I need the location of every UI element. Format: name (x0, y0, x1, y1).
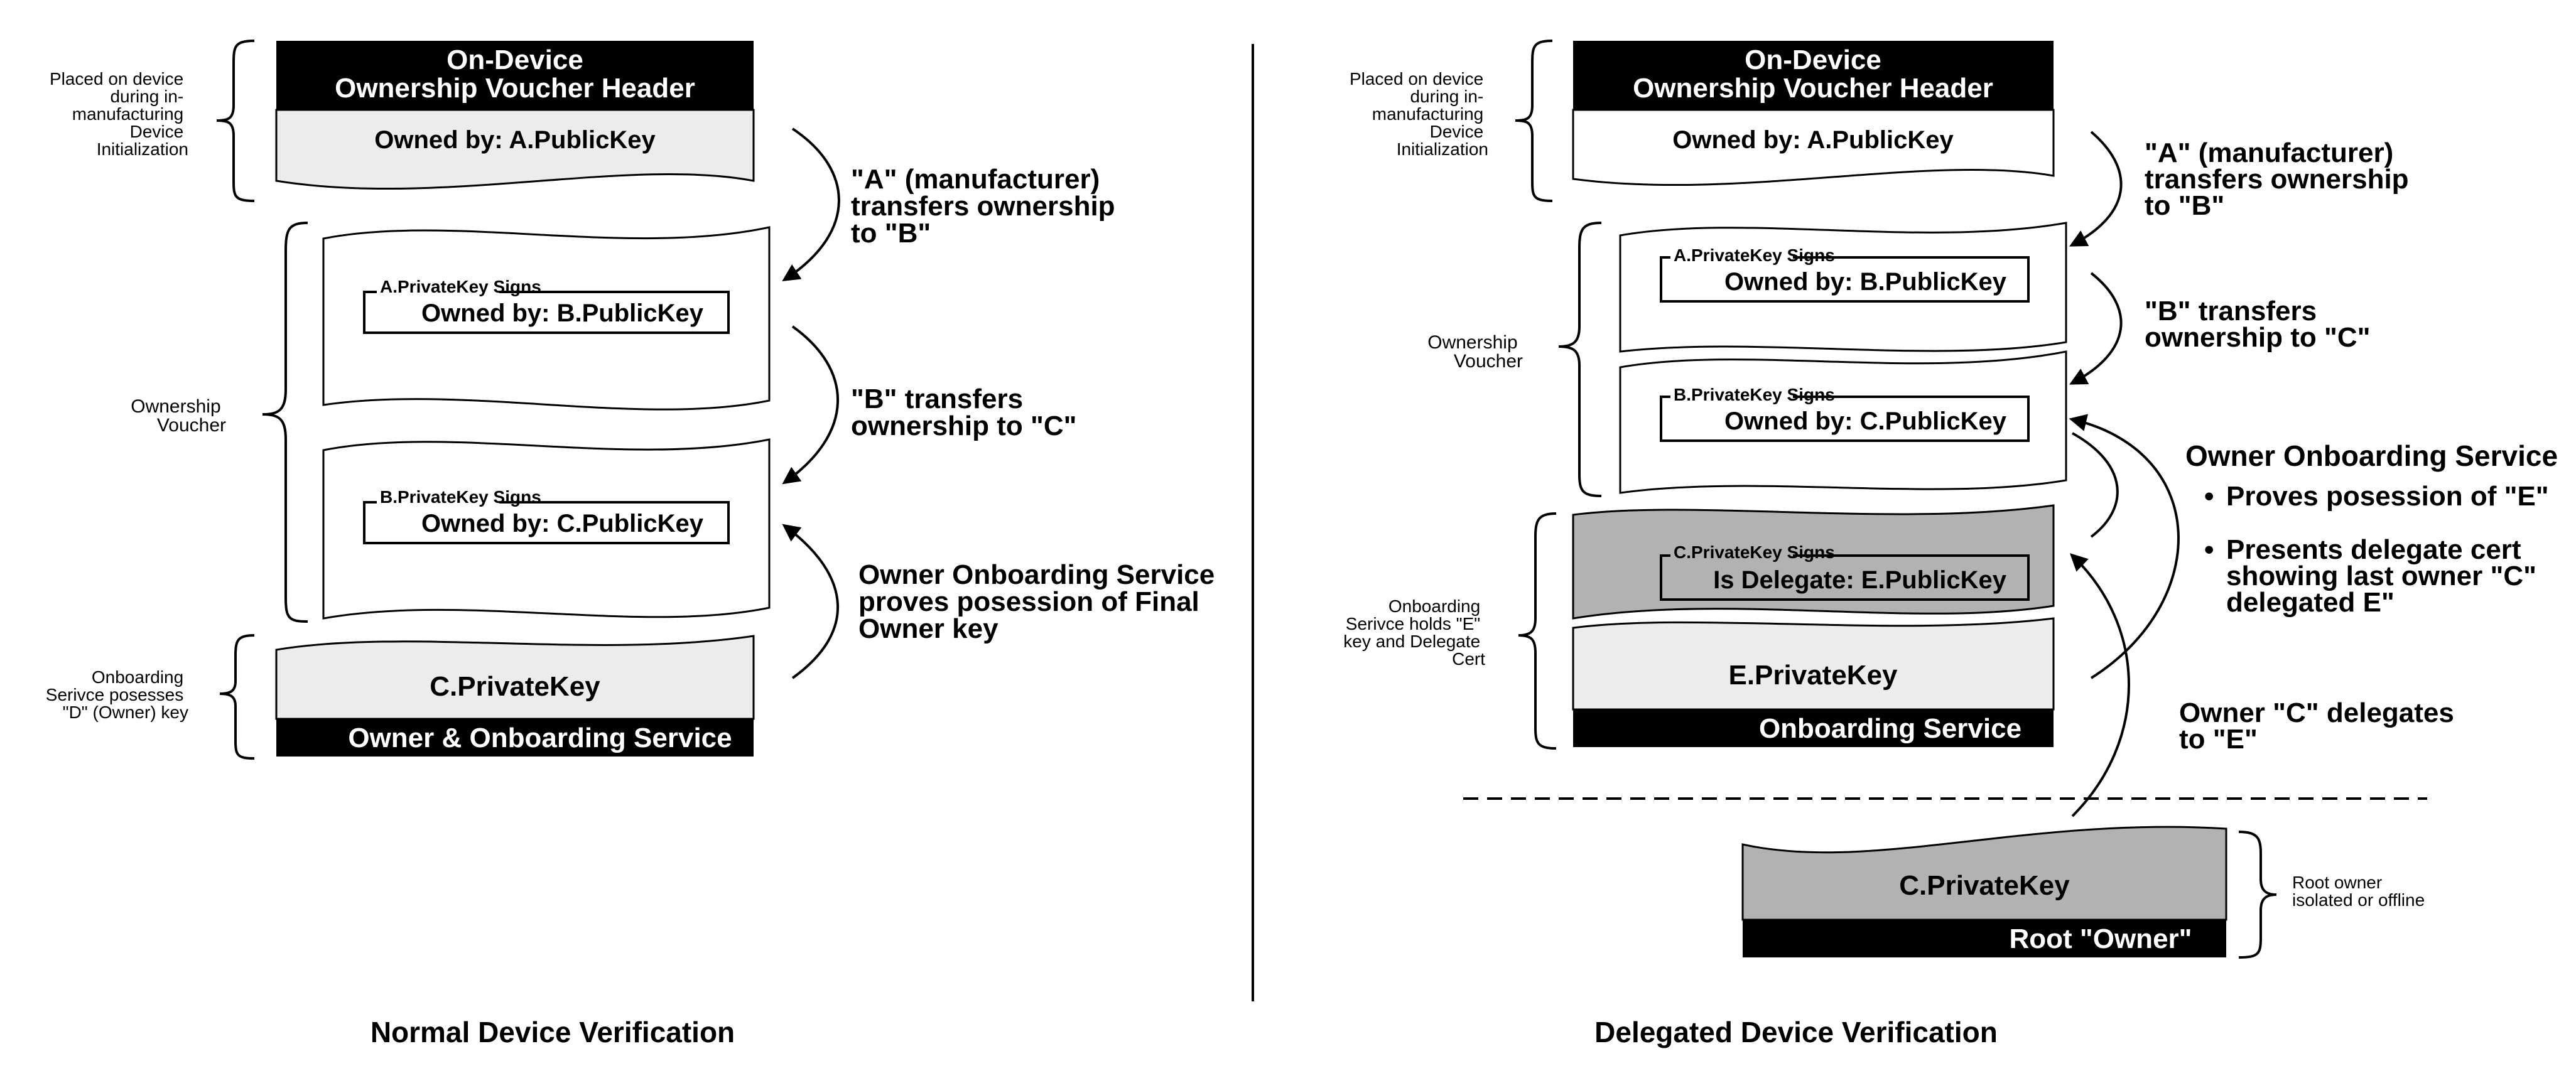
right-note-3-bullet2: Presents delegate cert showing last owne… (2226, 534, 2544, 618)
left-note-2: "B" transfers ownership to "C" (851, 384, 1077, 441)
right-note-4: Owner "C" delegates to "E" (2179, 698, 2462, 755)
left-owned-a-text: Owned by: A.PublicKey (374, 126, 656, 154)
right-arrow-prove-e (2072, 432, 2119, 538)
right-arrow-a-to-b (2069, 131, 2123, 247)
right-onboarding-bar-text: Onboarding Service (1759, 713, 2021, 744)
left-entry2-sign: B.PrivateKey Signs (380, 487, 541, 507)
right-caption: Delegated Device Verification (1594, 1016, 1998, 1048)
right-root-bar-text: Root "Owner" (2009, 924, 2192, 954)
left-header-line1: On-Device (446, 45, 583, 75)
right-note-2: "B" transfers ownership to "C" (2145, 296, 2371, 353)
right-note-3-bullet1: Proves posession of "E" (2226, 481, 2549, 512)
right-entry3-box (1660, 554, 2030, 601)
right-brace-voucher (1558, 222, 1602, 497)
left-entry2-sign-bg (377, 487, 499, 507)
right-brace-root (2238, 831, 2277, 959)
left-panel: On-Device Ownership Voucher Header Owned… (46, 40, 1223, 1048)
right-owned-a-text: Owned by: A.PublicKey (1672, 126, 1954, 154)
left-brace-device (216, 40, 255, 202)
right-entry2-sign: B.PrivateKey Signs (1674, 385, 1835, 404)
left-entry2-box (363, 501, 730, 544)
left-entry1-sign: A.PrivateKey Signs (380, 277, 541, 296)
left-arrow-b-to-c (782, 325, 840, 485)
right-brace-device-label: Placed on device during in- manufacturin… (1350, 69, 1488, 159)
right-note-3-bullet1-marker: • (2204, 481, 2214, 512)
right-entry1-sign: A.PrivateKey Signs (1674, 245, 1835, 265)
left-entry2-owned: Owned by: C.PublicKey (421, 510, 704, 537)
left-brace-device-label: Placed on device during in- manufacturin… (50, 69, 188, 159)
right-brace-onboarding-label: Onboarding Serivce holds "E" key and Del… (1343, 596, 1485, 669)
right-entry2-owned: Owned by: C.PublicKey (1724, 407, 2007, 435)
left-privkey-block (275, 635, 755, 720)
right-entry3-owned: Is Delegate: E.PublicKey (1713, 566, 2007, 594)
right-entry3-sign: C.PrivateKey Signs (1674, 542, 1835, 562)
right-privkey-e-block (1572, 617, 2055, 711)
right-entry3-sign-bg (1670, 542, 1793, 562)
left-owner-bar-text: Owner & Onboarding Service (348, 723, 732, 753)
right-header-bar (1573, 41, 2054, 110)
right-note-3-title: Owner Onboarding Service (2185, 439, 2558, 472)
left-brace-onboarding-label: Onboarding Serivce posesses "D" (Owner) … (46, 667, 188, 722)
right-entry1-owned: Owned by: B.PublicKey (1724, 268, 2007, 296)
right-arrow-c-delegates-e (2069, 553, 2130, 817)
left-brace-voucher-label: Ownership Voucher (131, 396, 226, 436)
left-owner-bar (276, 719, 754, 757)
left-privkey-text: C.PrivateKey (430, 671, 600, 702)
left-entry1-box (363, 291, 730, 334)
right-onboarding-bar (1573, 709, 2054, 747)
right-note-1: "A" (manufacturer) transfers ownership t… (2145, 137, 2416, 221)
right-panel: On-Device Ownership Voucher Header Owned… (1343, 40, 2558, 1048)
left-header-bar (276, 41, 754, 110)
right-header-line2: Ownership Voucher Header (1633, 73, 1993, 104)
right-root-bar (1743, 920, 2226, 957)
right-entry1-sign-bg (1670, 245, 1793, 265)
right-header-line1: On-Device (1745, 45, 1881, 75)
right-privkey-e-text: E.PrivateKey (1728, 660, 1898, 691)
right-note-3-bullet2-marker: • (2204, 534, 2214, 565)
left-caption: Normal Device Verification (371, 1016, 735, 1048)
left-note-3: Owner Onboarding Service proves posessio… (858, 559, 1223, 644)
right-brace-voucher-label: Ownership Voucher (1427, 332, 1523, 372)
left-entry1-owned: Owned by: B.PublicKey (421, 299, 704, 327)
left-brace-voucher (262, 222, 308, 623)
right-privkey-c-text: C.PrivateKey (1899, 870, 2070, 901)
left-note-1: "A" (manufacturer) transfers ownership t… (851, 164, 1123, 249)
right-arrow-present-cert (2069, 414, 2180, 679)
right-arrow-b-to-c (2069, 272, 2123, 385)
left-entry1-sign-bg (377, 276, 499, 296)
right-root-privkey-block (1741, 826, 2227, 921)
right-brace-device (1515, 40, 1553, 202)
left-arrow-a-to-b (782, 127, 840, 282)
right-entry2-sign-bg (1670, 384, 1793, 404)
right-brace-root-label: Root owner isolated or offline (2292, 873, 2425, 910)
right-brace-onboarding (1518, 512, 1557, 750)
left-brace-onboarding (219, 634, 255, 760)
left-arrow-onboarding-proof (782, 524, 840, 679)
left-owned-a-block (275, 109, 755, 190)
left-header-line2: Ownership Voucher Header (335, 73, 695, 104)
right-owned-a-block (1572, 109, 2055, 186)
